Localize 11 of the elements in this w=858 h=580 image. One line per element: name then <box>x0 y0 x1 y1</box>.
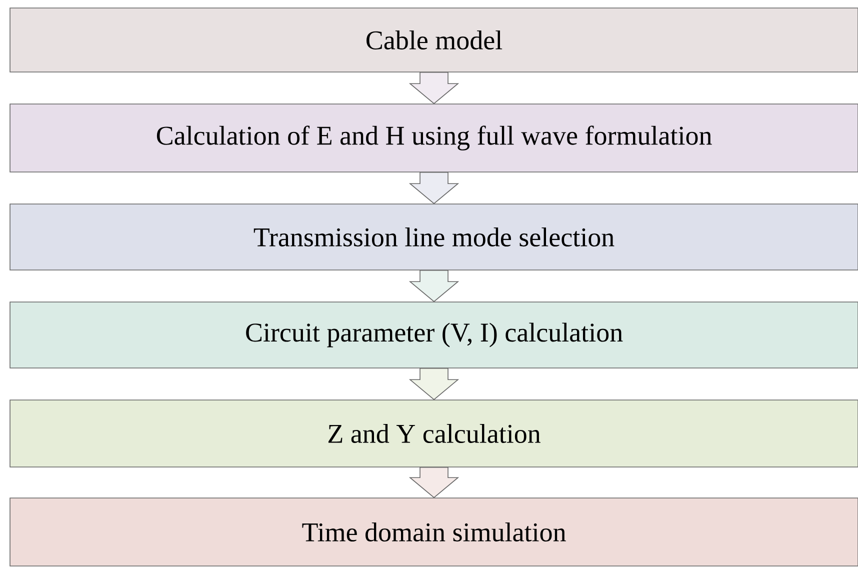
process-box: Circuit parameter (V, I) calculation <box>10 302 858 368</box>
process-box: Time domain simulation <box>10 498 858 566</box>
process-box: Cable model <box>10 8 858 72</box>
block-arrow <box>408 467 460 498</box>
process-box: Z and Y calculation <box>10 400 858 468</box>
process-box: Calculation of E and H using full wave formulation <box>10 104 858 172</box>
block-arrow <box>408 72 460 104</box>
block-arrow <box>408 172 460 204</box>
block-arrow <box>408 270 460 302</box>
process-box: Transmission line mode selection <box>10 204 858 270</box>
block-arrow <box>408 368 460 400</box>
